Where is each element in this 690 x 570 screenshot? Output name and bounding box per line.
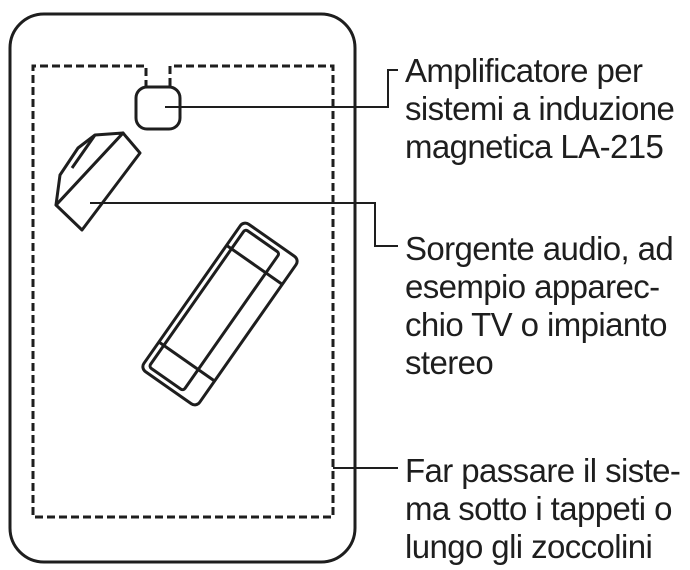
amplifier-label-line: sistemi a induzione xyxy=(405,90,675,127)
room-outline xyxy=(8,12,357,564)
induction-loop-dashed xyxy=(31,64,335,519)
audio-source-label: Sorgente audio, ad esempio apparec- chio… xyxy=(405,230,690,382)
amplifier-label-line: magnetica LA-215 xyxy=(405,128,664,165)
cable-label-line: Far passare il siste- xyxy=(405,452,681,489)
amplifier-label-line: Amplificatore per xyxy=(405,52,643,89)
cable-label: Far passare il siste- ma sotto i tappeti… xyxy=(405,452,690,566)
audio-source-label-line: stereo xyxy=(405,344,494,381)
audio-source-label-line: esempio apparec- xyxy=(405,268,660,305)
cable-label-line: lungo gli zoccolini xyxy=(405,528,653,565)
audio-source-icon xyxy=(54,131,142,232)
audio-source-label-line: Sorgente audio, ad xyxy=(405,230,674,267)
audio-source-label-line: chio TV o impianto xyxy=(405,306,668,343)
amplifier-label: Amplificatore per sistemi a induzione ma… xyxy=(405,52,690,166)
cable-label-line: ma sotto i tappeti o xyxy=(405,490,672,527)
amplifier-leader-line xyxy=(165,69,398,108)
cable-strip-icon xyxy=(141,221,299,407)
audio-source-leader-line xyxy=(90,202,398,247)
